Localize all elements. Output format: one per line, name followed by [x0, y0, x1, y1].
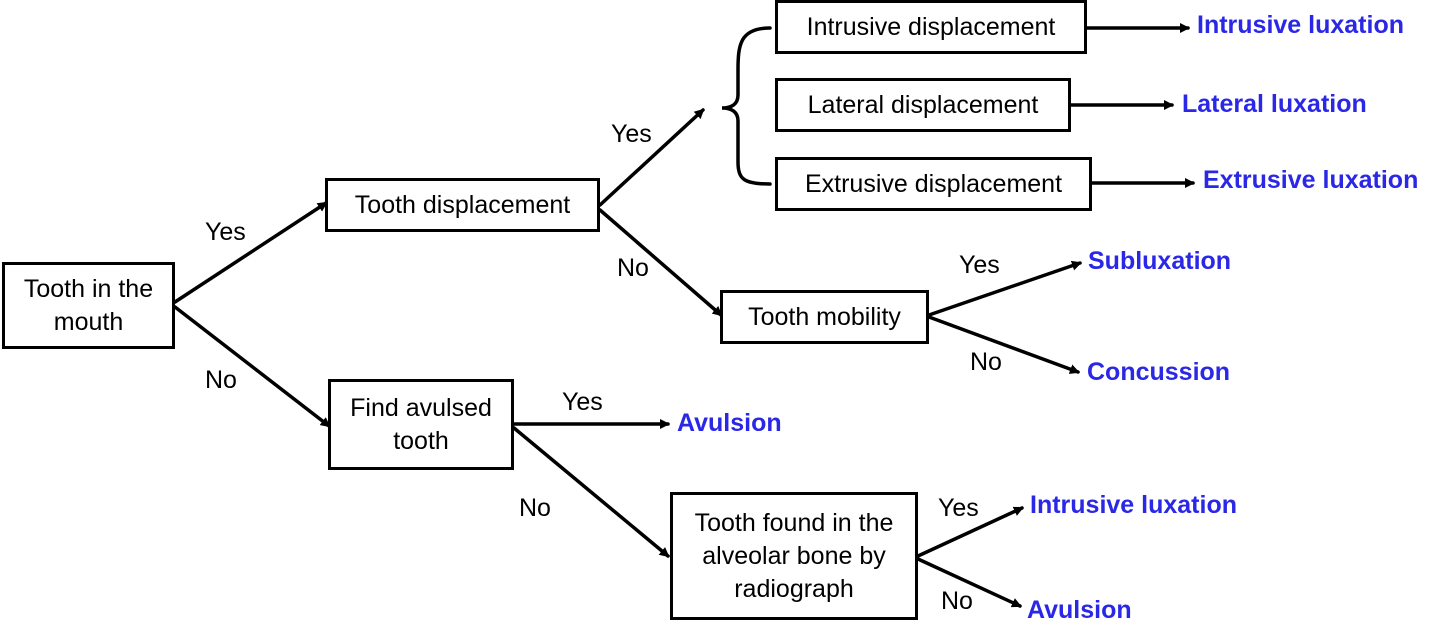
node-tooth-displacement-label: Tooth displacement	[354, 190, 571, 219]
arrow-found-to-avulsion	[916, 557, 1022, 608]
label-found-no: No	[941, 587, 973, 615]
outcome-lateral-luxation: Lateral luxation	[1182, 90, 1367, 118]
arrow-mouth-to-displacement	[173, 201, 328, 304]
arrow-displacement-to-bracket	[598, 108, 705, 207]
node-tooth-in-mouth: Tooth in the mouth	[2, 262, 175, 349]
node-tooth-in-mouth-label: Tooth in the mouth	[23, 274, 154, 336]
node-tooth-found-radiograph: Tooth found in the alveolar bone by radi…	[670, 492, 918, 620]
node-find-avulsed-tooth-label: Find avulsed tooth	[350, 393, 492, 455]
node-lateral-displacement-label: Lateral displacement	[807, 90, 1039, 119]
curly-bracket	[721, 26, 772, 186]
outcome-intrusive-luxation: Intrusive luxation	[1197, 11, 1404, 39]
outcome-concussion: Concussion	[1087, 358, 1231, 386]
node-extrusive-displacement-label: Extrusive displacement	[804, 169, 1063, 198]
label-found-yes: Yes	[938, 494, 979, 522]
label-mobility-yes: Yes	[959, 251, 1000, 279]
label-avulsed-yes: Yes	[562, 388, 603, 416]
arrow-found-to-intrusive	[916, 506, 1024, 558]
arrow-avulsed-to-found	[512, 426, 670, 558]
outcome-intrusive-luxation-2: Intrusive luxation	[1030, 491, 1237, 519]
arrow-mobility-to-concussion	[927, 315, 1080, 374]
outcome-avulsion-2: Avulsion	[1027, 596, 1132, 624]
outcome-subluxation: Subluxation	[1088, 247, 1232, 275]
label-displacement-yes: Yes	[611, 120, 652, 148]
label-mouth-no: No	[205, 366, 237, 394]
node-tooth-mobility: Tooth mobility	[720, 290, 929, 344]
node-intrusive-displacement: Intrusive displacement	[775, 0, 1087, 54]
label-mouth-yes: Yes	[205, 218, 246, 246]
outcome-extrusive-luxation: Extrusive luxation	[1203, 166, 1419, 194]
arrow-mobility-to-subluxation	[927, 260, 1082, 317]
label-avulsed-no: No	[519, 494, 551, 522]
label-displacement-no: No	[617, 254, 649, 282]
node-find-avulsed-tooth: Find avulsed tooth	[328, 379, 514, 470]
node-tooth-mobility-label: Tooth mobility	[748, 302, 901, 331]
arrow-displacement-to-mobility	[598, 208, 723, 317]
node-tooth-found-radiograph-label: Tooth found in the alveolar bone by radi…	[694, 508, 894, 603]
node-extrusive-displacement: Extrusive displacement	[775, 157, 1092, 211]
arrow-mouth-to-avulsed	[173, 305, 331, 428]
node-tooth-displacement: Tooth displacement	[325, 178, 600, 232]
outcome-avulsion-1: Avulsion	[677, 409, 782, 437]
node-lateral-displacement: Lateral displacement	[775, 78, 1071, 132]
node-intrusive-displacement-label: Intrusive displacement	[806, 12, 1056, 41]
label-mobility-no: No	[970, 348, 1002, 376]
